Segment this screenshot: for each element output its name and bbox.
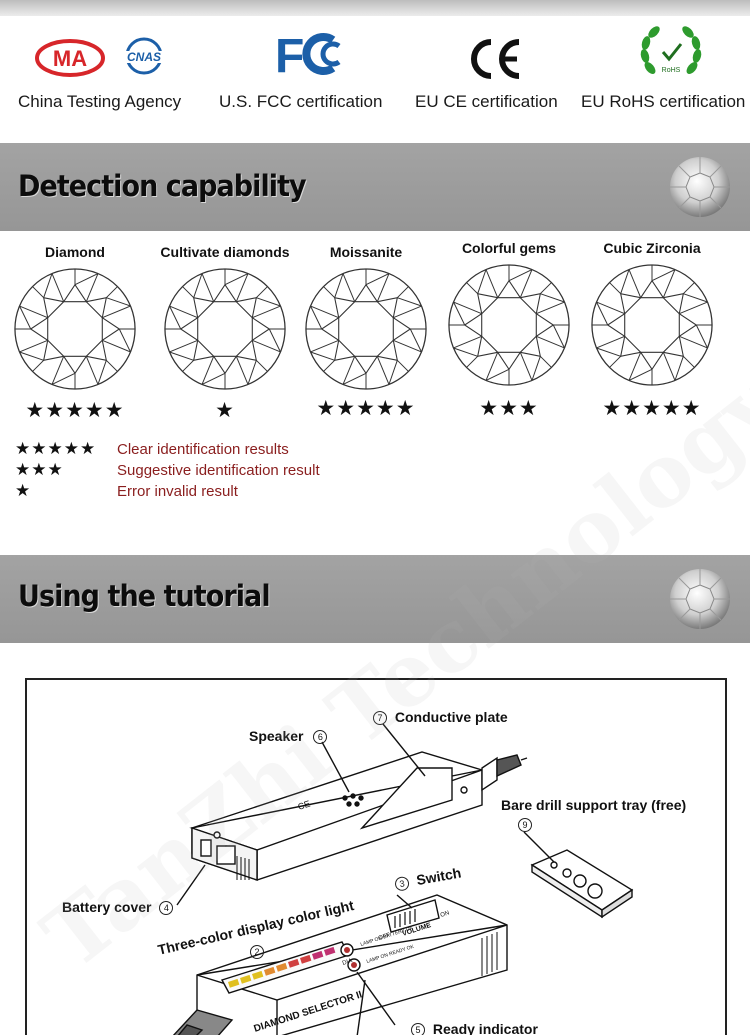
legend-text: Error invalid result xyxy=(117,483,238,500)
switch-num: 3 xyxy=(393,875,411,893)
stone-rating: ★★★★★ xyxy=(602,397,702,420)
svg-text:F: F xyxy=(275,30,304,80)
label-battery-cover: Battery cover 4 xyxy=(62,899,174,916)
diamond-outline-icon xyxy=(14,268,136,390)
on-text: ON xyxy=(440,910,450,918)
diamond-outline-icon xyxy=(591,264,713,386)
stone-rating: ★ xyxy=(215,399,235,422)
ready-indicator-num: 5 xyxy=(411,1023,425,1035)
conductive-plate-num: 7 xyxy=(373,711,387,726)
cnas-logo-icon: CNAS xyxy=(117,37,171,75)
legend-stars: ★ xyxy=(15,481,32,500)
diamond-outline-icon xyxy=(164,268,286,390)
svg-text:CNAS: CNAS xyxy=(127,50,161,64)
fcc-logo-icon: F xyxy=(275,30,341,80)
cert-label: U.S. FCC certification xyxy=(219,92,383,111)
display-light-num: 2 xyxy=(250,945,264,960)
stone-name: Diamond xyxy=(45,244,105,260)
label-speaker: Speaker 6 xyxy=(249,728,328,745)
tutorial-title: Using the tutorial xyxy=(18,579,271,613)
diamond-gem-icon xyxy=(670,569,730,629)
legend-text: Clear identification results xyxy=(117,441,289,458)
diamond-outline-icon xyxy=(448,264,570,386)
tray-num: 9 xyxy=(518,818,532,833)
stone-name: Cultivate diamonds xyxy=(160,244,290,260)
cma-logo-icon: MA xyxy=(35,39,105,77)
detection-band: Detection capability xyxy=(0,143,750,231)
cert-fcc: F U.S. FCC certification xyxy=(215,22,390,112)
rohs-logo-icon: RoHS xyxy=(640,26,702,74)
diamond-outline-icon xyxy=(305,268,427,390)
stone-cultivate-diamonds: Cultivate diamonds ★ xyxy=(155,244,295,423)
cert-ce: EU CE certification xyxy=(410,22,570,112)
stone-colorful-gems: Colorful gems ★★★ xyxy=(444,240,574,421)
dia-text: DIA xyxy=(342,958,353,967)
label-tray-number: 9 xyxy=(518,816,532,833)
cert-rohs: RoHS EU RoHS certification xyxy=(578,22,750,112)
legend-row: ★★★★★ Clear identification results xyxy=(15,439,345,459)
label-display-number: 2 xyxy=(250,943,264,960)
label-tray-text: Bare drill support tray (free) xyxy=(501,797,687,813)
cert-label: EU CE certification xyxy=(415,92,558,111)
legend-row: ★★★ Suggestive identification result xyxy=(15,460,345,480)
label-tray: Bare drill support tray (free) xyxy=(501,797,686,813)
stone-name: Cubic Zirconia xyxy=(603,240,701,256)
stone-name: Colorful gems xyxy=(461,240,557,256)
stone-rating: ★★★★★ xyxy=(25,399,125,422)
cert-label: China Testing Agency xyxy=(18,92,182,111)
tutorial-band: Using the tutorial xyxy=(0,555,750,643)
detection-title: Detection capability xyxy=(18,169,307,203)
label-conductive-plate-text: Conductive plate xyxy=(394,709,508,725)
tutorial-diagram: CE OFF ON VOLUME LAMP ON BATTERY OK LAMP… xyxy=(25,678,727,1035)
stone-cubic-zirconia: Cubic Zirconia ★★★★★ xyxy=(587,240,717,421)
legend-row: ★ Error invalid result xyxy=(15,481,345,501)
ce-logo-icon xyxy=(471,39,520,79)
stone-name: Moissanite xyxy=(329,244,403,260)
legend-stars: ★★★ xyxy=(15,460,64,479)
legend-stars: ★★★★★ xyxy=(15,439,97,458)
label-ready-indicator: 5 Ready indicator xyxy=(411,1021,538,1035)
cert-label: EU RoHS certification xyxy=(581,92,746,111)
label-ready-indicator-text: Ready indicator xyxy=(432,1021,538,1035)
label-conductive-plate: 7 Conductive plate xyxy=(373,709,508,726)
off-text: OFF xyxy=(378,932,392,942)
device-illustration: CE OFF ON VOLUME LAMP ON BATTERY OK LAMP… xyxy=(172,723,634,1035)
svg-text:MA: MA xyxy=(53,46,87,71)
label-battery-cover-text: Battery cover xyxy=(62,899,152,915)
speaker-num: 6 xyxy=(313,730,328,745)
svg-text:RoHS: RoHS xyxy=(662,67,681,74)
legend-text: Suggestive identification result xyxy=(117,462,320,479)
stone-rating: ★★★★★ xyxy=(316,397,416,420)
cert-china-testing: MA CNAS China Testing Agency xyxy=(10,22,195,112)
stone-rating: ★★★ xyxy=(479,397,539,420)
stone-moissanite: Moissanite ★★★★★ xyxy=(301,244,431,421)
ce-mark-text: CE xyxy=(297,799,312,812)
top-bar xyxy=(0,0,750,16)
label-speaker-text: Speaker xyxy=(249,728,304,744)
diamond-gem-icon xyxy=(670,157,730,217)
stone-diamond: Diamond ★★★★★ xyxy=(10,244,140,423)
battery-cover-num: 4 xyxy=(159,901,174,916)
